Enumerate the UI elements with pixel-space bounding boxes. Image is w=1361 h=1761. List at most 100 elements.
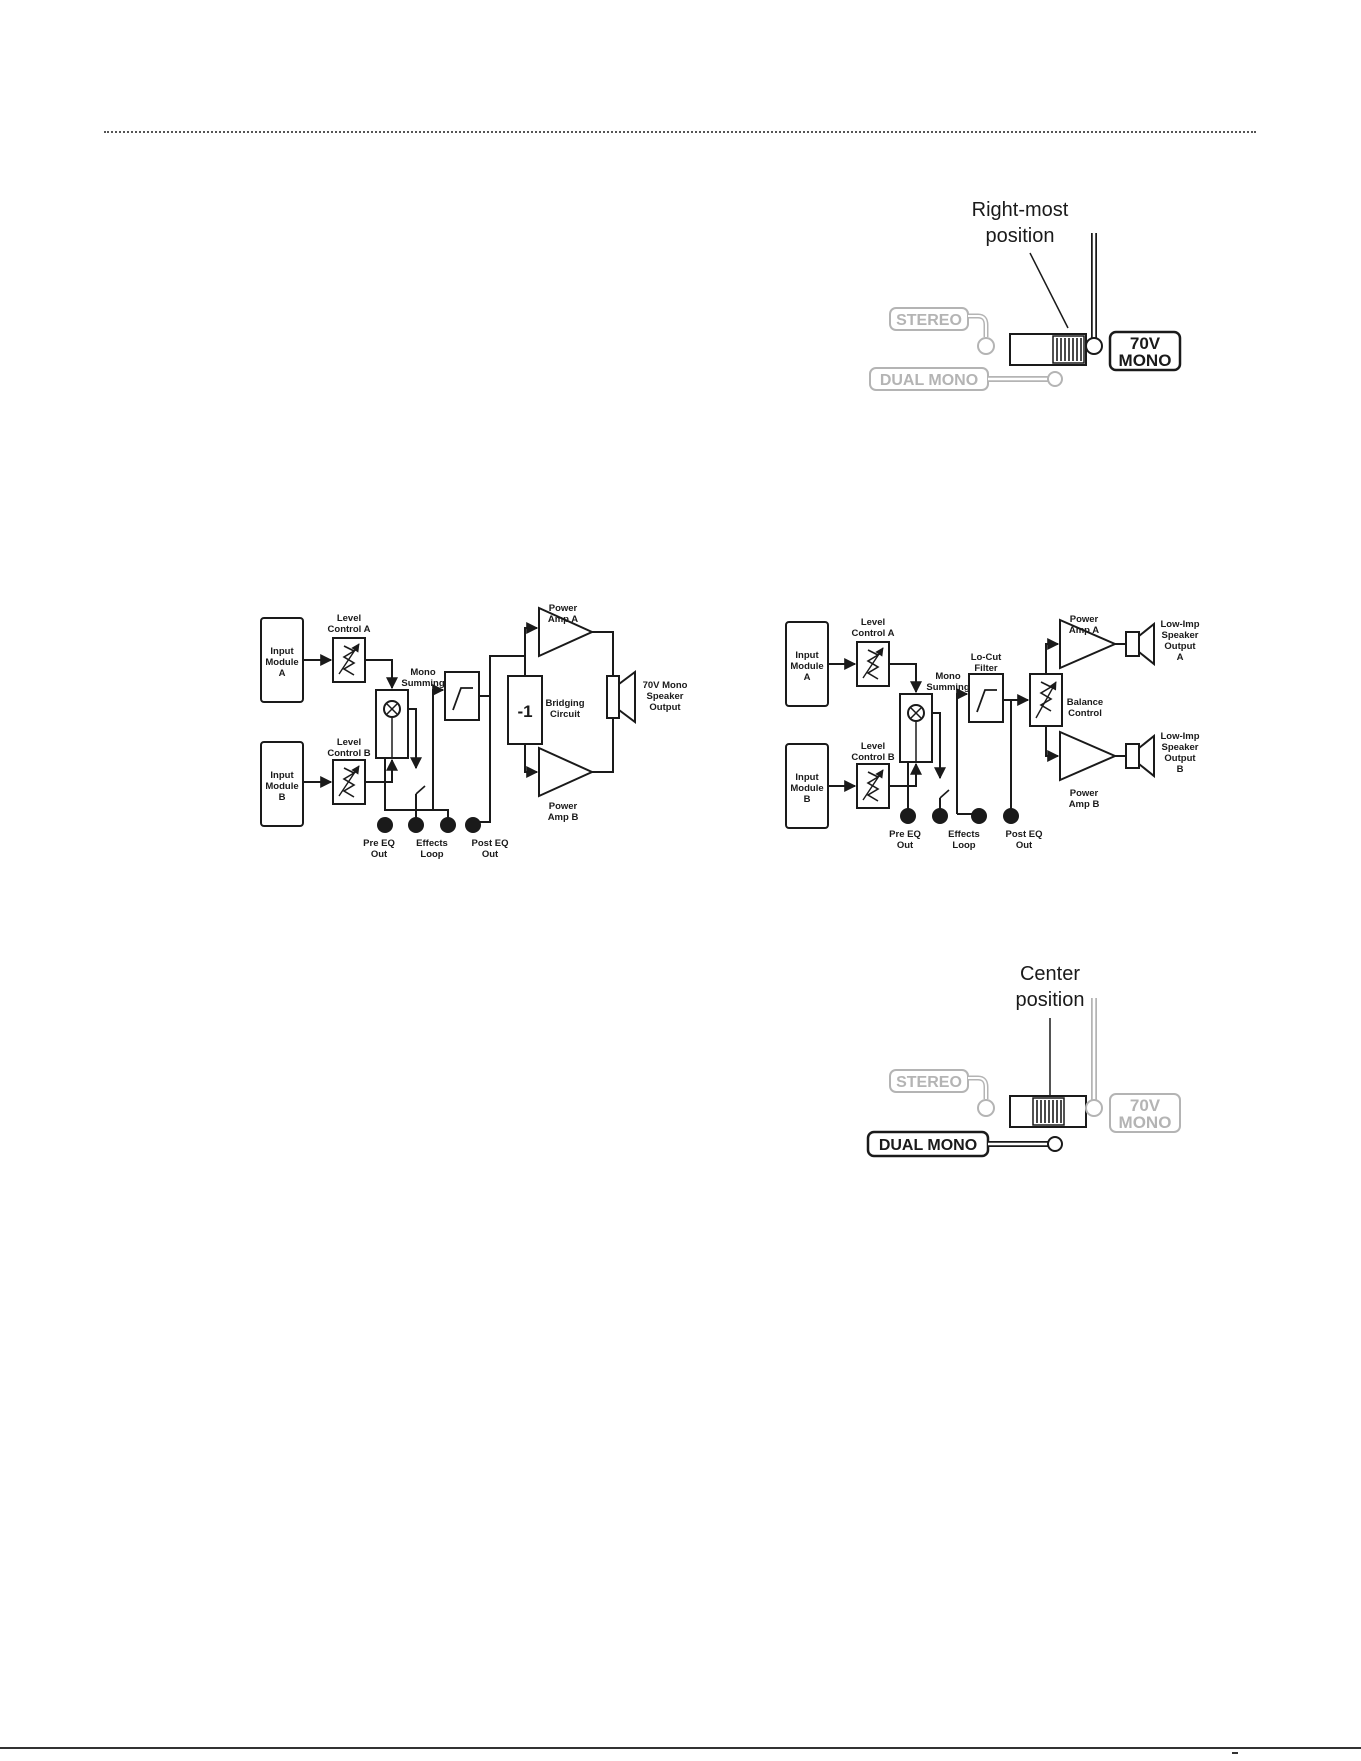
stereo-label-box (889, 1069, 969, 1093)
label-amp-a: Amp A (548, 614, 578, 625)
dual-mono-label: DUAL MONO (880, 372, 978, 389)
block-diagram-70v-mono: Input Module A Input Module B Level Cont… (260, 603, 688, 860)
label-summing: Summing (926, 682, 969, 693)
power-amp-b (538, 746, 595, 798)
switch-caption-line2: position (986, 225, 1055, 247)
label-speaker-a: Output (1164, 641, 1196, 652)
label-speaker-a: Low-Imp (1160, 619, 1199, 630)
jack-pre-eq (377, 817, 393, 833)
dual-mono-label: DUAL MONO (879, 1137, 977, 1154)
label-speaker: Speaker (647, 691, 684, 702)
label-post-eq: Post EQ (472, 838, 509, 849)
mono-70v-label-line2: MONO (1119, 351, 1172, 370)
label-input-b: Input (795, 772, 819, 783)
mono-70v-label-line2: MONO (1119, 1113, 1172, 1132)
header-divider (104, 131, 1256, 133)
label-level-a: Control A (328, 624, 371, 635)
mono-70v-label-box (1108, 330, 1182, 372)
switch-diagram-right-most: Right-most position STEREO DUAL MONO 70V… (869, 199, 1182, 391)
label-speaker: 70V Mono (643, 680, 688, 691)
speaker-b (1125, 743, 1140, 769)
switch-diagram-center: Center position STEREO DUAL MONO 70V MON… (866, 963, 1181, 1158)
label-input-b: Module (790, 783, 823, 794)
label-summing: Summing (401, 678, 444, 689)
label-input-b: B (804, 794, 811, 805)
label-level-b: Control B (851, 752, 894, 763)
label-speaker-b: Speaker (1162, 742, 1199, 753)
switch-caption-line2: position (1016, 989, 1085, 1011)
label-input-a: A (804, 672, 811, 683)
jack-post-eq (465, 817, 481, 833)
label-amp-a: Power (1070, 614, 1099, 625)
label-speaker-a: A (1177, 652, 1184, 663)
power-amp-b (1059, 730, 1118, 782)
slide-switch-knob (1052, 335, 1085, 364)
power-amp-a (538, 606, 595, 658)
label-post-eq: Post EQ (1006, 829, 1043, 840)
label-input-a: Input (270, 646, 294, 657)
label-pre-eq: Out (371, 849, 388, 860)
label-speaker-b: Low-Imp (1160, 731, 1199, 742)
label-speaker-b: B (1177, 764, 1184, 775)
label-amp-b: Power (549, 801, 578, 812)
label-speaker-a: Speaker (1162, 630, 1199, 641)
label-level-b: Level (337, 737, 361, 748)
lo-cut-filter-box (968, 673, 1004, 723)
footer-divider (0, 1747, 1361, 1749)
label-pre-eq: Pre EQ (889, 829, 921, 840)
label-input-b: Module (265, 781, 298, 792)
label-input-a: A (279, 668, 286, 679)
label-input-b: Input (270, 770, 294, 781)
label-post-eq: Out (482, 849, 499, 860)
jack-effects-send (932, 808, 948, 824)
label-bridging: Bridging (545, 698, 584, 709)
speaker-70v (606, 675, 620, 719)
caption-pointer (1029, 252, 1069, 329)
label-speaker: Output (649, 702, 681, 713)
label-bridging: Circuit (550, 709, 581, 720)
label-effects: Effects (948, 829, 980, 840)
label-input-a: Module (265, 657, 298, 668)
stereo-label-box (889, 307, 969, 331)
label-summing: Mono (410, 667, 436, 678)
label-effects: Loop (952, 840, 975, 851)
stereo-label: STEREO (896, 312, 962, 329)
speaker-a (1125, 631, 1140, 657)
label-input-a: Module (790, 661, 823, 672)
label-locut: Lo-Cut (971, 652, 1002, 663)
lo-cut-filter-box (444, 671, 480, 721)
stereo-label: STEREO (896, 1074, 962, 1091)
label-balance: Control (1068, 708, 1102, 719)
switch-caption-line1: Right-most (972, 199, 1069, 221)
label-invert: -1 (517, 702, 532, 721)
input-module-b-box (260, 741, 304, 827)
mono-70v-label-line1: 70V (1130, 334, 1161, 353)
label-amp-b: Power (1070, 788, 1099, 799)
label-locut: Filter (974, 663, 998, 674)
label-amp-a: Power (549, 603, 578, 614)
label-input-b: B (279, 792, 286, 803)
jack-post-eq (1003, 808, 1019, 824)
label-level-a: Level (861, 617, 885, 628)
mono-70v-label-line1: 70V (1130, 1096, 1161, 1115)
label-balance: Balance (1067, 697, 1103, 708)
switch-caption-line1: Center (1020, 963, 1080, 985)
label-input-a: Input (795, 650, 819, 661)
page-mark (1232, 1752, 1238, 1754)
label-amp-b: Amp B (548, 812, 579, 823)
label-level-a: Control A (852, 628, 895, 639)
jack-effects-return (971, 808, 987, 824)
label-level-b: Control B (327, 748, 370, 759)
label-speaker-b: Output (1164, 753, 1196, 764)
block-diagram-dual-mono: Input Module A Input Module B Level Cont… (785, 614, 1200, 851)
power-amp-a (1059, 618, 1118, 670)
label-summing: Mono (935, 671, 961, 682)
jack-pre-eq (900, 808, 916, 824)
label-amp-b: Amp B (1069, 799, 1100, 810)
label-level-b: Level (861, 741, 885, 752)
label-effects: Effects (416, 838, 448, 849)
label-effects: Loop (420, 849, 443, 860)
jack-effects-return (440, 817, 456, 833)
label-pre-eq: Pre EQ (363, 838, 395, 849)
label-amp-a: Amp A (1069, 625, 1099, 636)
